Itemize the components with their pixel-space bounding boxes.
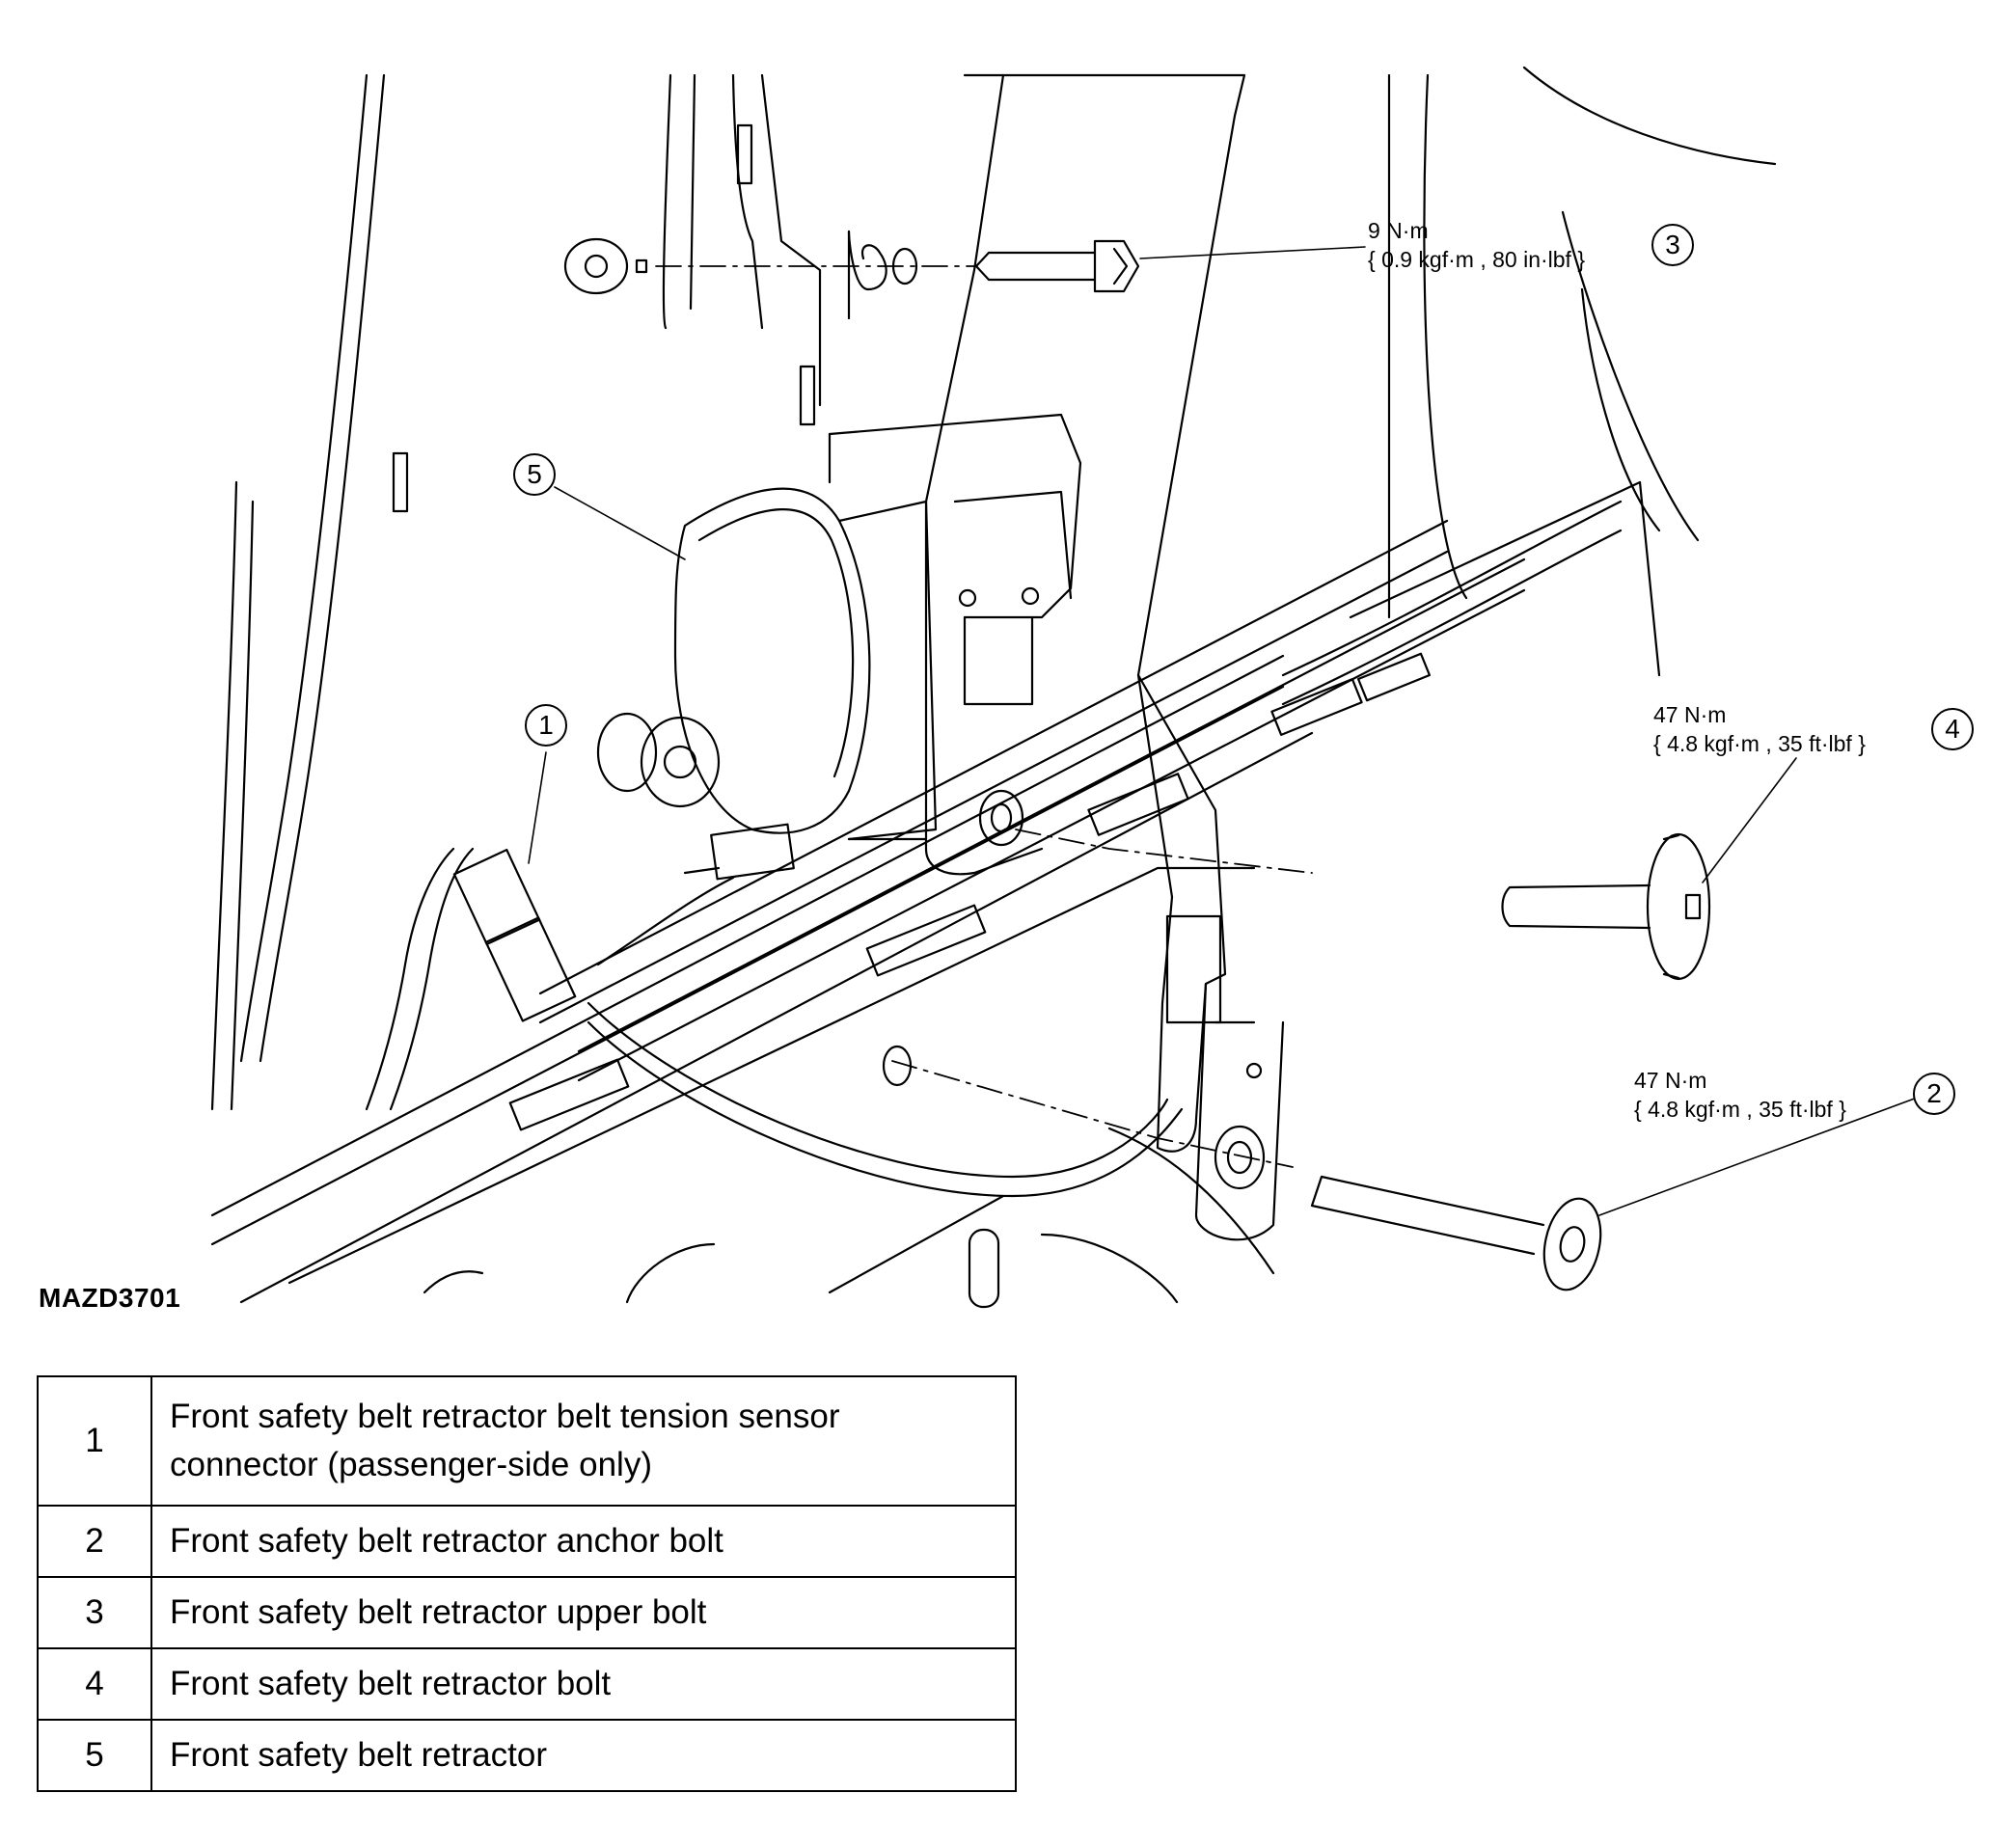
bolt-2	[882, 1045, 1921, 1291]
torque-nm: 47 N·m	[1634, 1068, 1707, 1093]
legend-item-number: 4	[37, 1647, 152, 1721]
torque-kgf: { 0.9 kgf·m , 80 in·lbf }	[1368, 247, 1586, 272]
legend-row: 2 Front safety belt retractor anchor bol…	[37, 1505, 1017, 1578]
legend-row: 5 Front safety belt retractor	[37, 1719, 1017, 1792]
callout-4: 4	[1931, 708, 1974, 750]
legend-table: 1 Front safety belt retractor belt tensi…	[37, 1375, 1017, 1792]
torque-kgf: { 4.8 kgf·m , 35 ft·lbf }	[1653, 731, 1866, 756]
lower-details	[423, 1127, 1275, 1309]
callout-1: 1	[525, 704, 567, 747]
upper-bolt-assembly	[563, 230, 1366, 320]
torque-nm: 47 N·m	[1653, 702, 1727, 727]
legend-item-description: Front safety belt retractor belt tension…	[150, 1375, 1017, 1507]
legend-item-description: Front safety belt retractor	[150, 1719, 1017, 1792]
legend-row: 3 Front safety belt retractor upper bolt	[37, 1576, 1017, 1649]
legend-item-description: Front safety belt retractor bolt	[150, 1647, 1017, 1721]
bolt-4	[1015, 757, 1797, 981]
retractor-housing	[596, 413, 1082, 876]
legend-desc-line: connector (passenger-side only)	[170, 1446, 652, 1483]
leader-1	[528, 751, 547, 864]
torque-spec-item2: 47 N·m { 4.8 kgf·m , 35 ft·lbf }	[1634, 1066, 1846, 1124]
callout-5: 5	[513, 453, 556, 496]
callout-2: 2	[1913, 1073, 1955, 1115]
callout-3: 3	[1651, 224, 1694, 266]
legend-item-number: 2	[37, 1505, 152, 1578]
sensor-connector	[365, 823, 1184, 1198]
legend-item-number: 1	[37, 1375, 152, 1507]
retractor-illustration	[210, 66, 1921, 1309]
pillar-outer-panel	[210, 73, 822, 1111]
legend-item-number: 3	[37, 1576, 152, 1649]
legend-item-number: 5	[37, 1719, 152, 1792]
torque-nm: 9 N·m	[1368, 218, 1429, 243]
leader-5	[554, 486, 686, 560]
legend-desc-line: Front safety belt retractor belt tension…	[170, 1398, 840, 1435]
torque-spec-item3: 9 N·m { 0.9 kgf·m , 80 in·lbf }	[1368, 216, 1585, 274]
legend-item-description: Front safety belt retractor upper bolt	[150, 1576, 1017, 1649]
floor-rails	[210, 66, 1777, 1304]
torque-kgf: { 4.8 kgf·m , 35 ft·lbf }	[1634, 1097, 1846, 1122]
belt-webbing	[924, 73, 1256, 1153]
legend-row: 4 Front safety belt retractor bolt	[37, 1647, 1017, 1721]
torque-spec-item4: 47 N·m { 4.8 kgf·m , 35 ft·lbf }	[1653, 700, 1866, 758]
figure-code: MAZD3701	[39, 1283, 181, 1313]
anchor-plate	[1194, 982, 1285, 1241]
legend-row: 1 Front safety belt retractor belt tensi…	[37, 1375, 1017, 1507]
legend-item-description: Front safety belt retractor anchor bolt	[150, 1505, 1017, 1578]
